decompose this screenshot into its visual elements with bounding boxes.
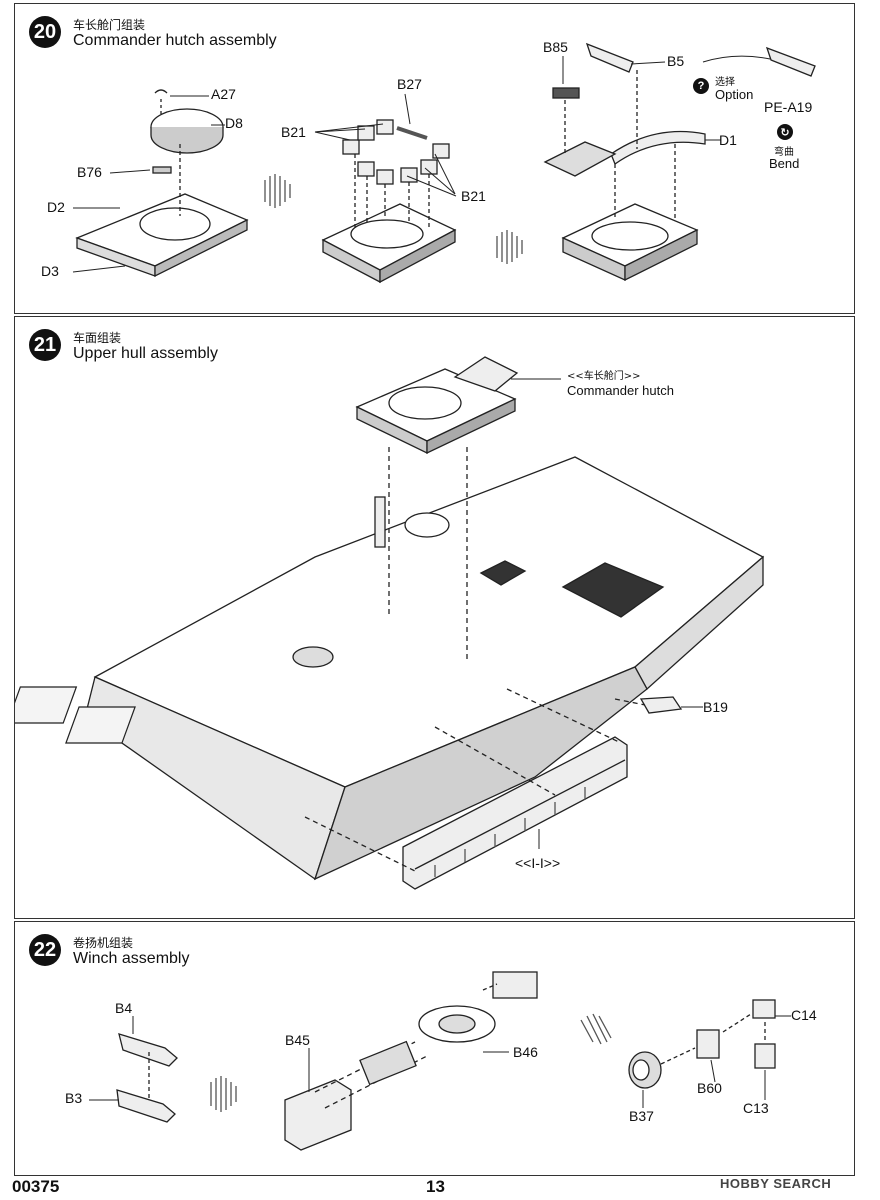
- part-label-b5: B5: [667, 53, 685, 69]
- part-label-pe-a19: PE-A19: [764, 99, 813, 115]
- reference-label-cn: <<车长舱门>>: [567, 371, 641, 382]
- step-title-cn: 车长舱门组装: [73, 18, 146, 32]
- reference-label-en: Commander hutch: [567, 383, 674, 398]
- step-22-panel: 22 卷扬机组装 Winch assembly: [14, 921, 855, 1176]
- step-title-cn: 卷扬机组装: [73, 936, 134, 950]
- part-label-b60: B60: [697, 1080, 722, 1096]
- part-label-b85: B85: [543, 39, 568, 55]
- step-title-en: Winch assembly: [73, 950, 190, 967]
- bend-icon: ↻: [777, 124, 793, 140]
- part-label-d1: D1: [719, 132, 737, 148]
- option-label-en: Option: [715, 87, 754, 102]
- upper-hull-diagram: [15, 356, 765, 890]
- step-20-panel: 20 车长舱门组装 Commander hutch assembly: [14, 3, 855, 314]
- part-label-track-ref: <<I-I>>: [515, 855, 561, 871]
- part-label-c14: C14: [791, 1007, 817, 1023]
- part-label-b76: B76: [77, 164, 102, 180]
- product-code: 00375: [12, 1177, 60, 1196]
- bend-label-en: Bend: [769, 156, 800, 171]
- step-number-badge: 20: [29, 16, 61, 48]
- part-label-d3: D3: [41, 263, 59, 279]
- step-number-badge: 22: [29, 934, 61, 966]
- step-title-en: Commander hutch assembly: [73, 32, 277, 49]
- question-icon: ?: [693, 78, 709, 94]
- part-label-b19: B19: [703, 699, 728, 715]
- bend-label-cn: 弯曲: [774, 147, 794, 158]
- part-label-b21-right: B21: [461, 188, 486, 204]
- part-label-d8: D8: [225, 115, 243, 131]
- part-label-a27: A27: [211, 86, 236, 102]
- winch-diagram: [89, 971, 791, 1151]
- step-21-panel: 21 车面组装 Upper hull assembly: [14, 316, 855, 919]
- option-label-cn: 选择: [715, 77, 735, 88]
- part-label-b45: B45: [285, 1032, 310, 1048]
- part-label-c13: C13: [743, 1100, 769, 1116]
- part-label-b4: B4: [115, 1000, 133, 1016]
- step-title-cn: 车面组装: [73, 331, 122, 345]
- watermark-logo: HOBBY SEARCH: [720, 1176, 832, 1191]
- part-label-b46: B46: [513, 1044, 538, 1060]
- step-title-en: Upper hull assembly: [73, 345, 218, 362]
- commander-hutch-diagram: [72, 42, 816, 284]
- part-label-d2: D2: [47, 199, 65, 215]
- part-label-b27: B27: [397, 76, 422, 92]
- page-number: 13: [426, 1177, 445, 1196]
- part-label-b37: B37: [629, 1108, 654, 1124]
- part-label-b3: B3: [65, 1090, 83, 1106]
- step-number-badge: 21: [29, 329, 61, 361]
- part-label-b21-left: B21: [281, 124, 306, 140]
